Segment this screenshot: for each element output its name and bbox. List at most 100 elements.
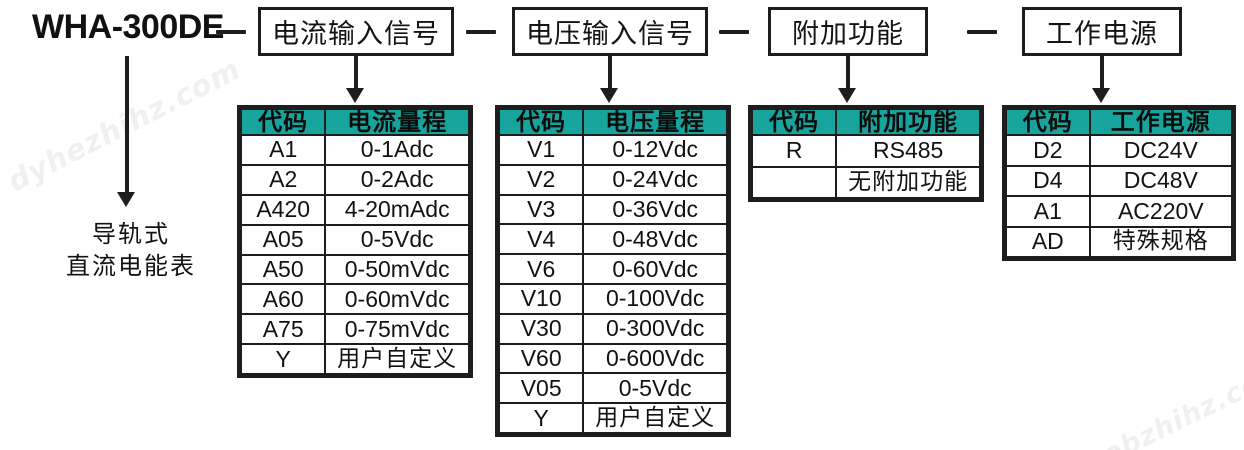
cell-code: A60 <box>239 283 327 316</box>
table-header-row: 代码电流量程 <box>239 108 470 136</box>
cell-value: 用户自定义 <box>324 343 470 375</box>
cell-value: 0-12Vdc <box>582 134 728 166</box>
header-box-current-input: 电流输入信号 <box>258 7 454 56</box>
cell-code: D2 <box>1005 134 1091 167</box>
cell-code: A75 <box>239 313 327 346</box>
connector-line-current <box>354 56 358 90</box>
cell-code: A420 <box>239 193 327 226</box>
cell-value: 0-60mVdc <box>324 283 470 316</box>
cell-code: V2 <box>497 163 585 196</box>
cell-code: V30 <box>497 312 585 345</box>
cell-value: 0-600Vdc <box>582 342 728 375</box>
cell-value: 0-1Adc <box>324 134 470 166</box>
cell-value: 0-48Vdc <box>582 223 728 256</box>
cell-code: V6 <box>497 253 585 285</box>
cell-code: V4 <box>497 223 585 256</box>
separator-dash-2 <box>466 30 496 34</box>
product-description: 导轨式 直流电能表 <box>36 218 226 283</box>
table-header-row: 代码工作电源 <box>1005 108 1234 136</box>
connector-line-power <box>1100 56 1104 90</box>
connector-line-voltage <box>608 56 612 90</box>
cell-value: 用户自定义 <box>582 402 728 434</box>
cell-value: 0-60Vdc <box>582 253 728 285</box>
cell-code: A05 <box>239 223 327 256</box>
cell-code: V1 <box>497 134 585 166</box>
cell-value: DC24V <box>1088 134 1234 167</box>
cell-value: 特殊规格 <box>1088 225 1234 258</box>
header-box-power-supply: 工作电源 <box>1022 7 1182 56</box>
column-header-code: 代码 <box>239 108 327 136</box>
connector-arrow-power <box>1092 88 1110 103</box>
product-description-line-1: 导轨式 <box>92 220 170 248</box>
cell-value: 0-5Vdc <box>582 372 728 405</box>
connector-arrow-voltage <box>600 88 618 103</box>
cell-value: 0-2Adc <box>324 163 470 196</box>
connector-arrow-product <box>117 192 135 207</box>
cell-code: V60 <box>497 342 585 375</box>
model-code-title: WHA-300DE <box>32 8 224 46</box>
column-header-value: 电流量程 <box>324 108 470 136</box>
cell-code: V10 <box>497 282 585 315</box>
cell-value: 0-300Vdc <box>582 312 728 345</box>
separator-dash-4 <box>967 30 997 34</box>
cell-code: V05 <box>497 372 585 405</box>
cell-code: V3 <box>497 193 585 226</box>
table-row: 无附加功能 <box>750 165 981 199</box>
cell-code: R <box>750 134 838 168</box>
cell-value: 0-24Vdc <box>582 163 728 196</box>
cell-code: A2 <box>239 163 327 196</box>
column-header-code: 代码 <box>497 108 585 136</box>
cell-code: A1 <box>1005 195 1091 228</box>
separator-dash-3 <box>719 30 749 34</box>
connector-arrow-extra <box>838 88 856 103</box>
column-header-code: 代码 <box>1005 108 1091 136</box>
header-box-voltage-input: 电压输入信号 <box>512 7 708 56</box>
separator-dash-1 <box>216 30 246 34</box>
cell-value: 0-100Vdc <box>582 282 728 315</box>
connector-line-product <box>125 56 129 196</box>
table-header-row: 代码电压量程 <box>497 108 728 136</box>
header-box-extra-function: 附加功能 <box>768 7 928 56</box>
cell-value: 0-5Vdc <box>324 223 470 256</box>
connector-arrow-current <box>346 88 364 103</box>
cell-value: AC220V <box>1088 195 1234 228</box>
cell-value: 0-50mVdc <box>324 253 470 286</box>
cell-value: 4-20mAdc <box>324 193 470 226</box>
table-header-row: 代码附加功能 <box>750 108 981 136</box>
watermark-right: dlyebzhihz.com <box>1053 354 1244 450</box>
product-description-line-2: 直流电能表 <box>66 252 196 281</box>
cell-value: 0-36Vdc <box>582 193 728 226</box>
column-header-value: 附加功能 <box>835 108 981 136</box>
cell-value: 0-75mVdc <box>324 313 470 346</box>
cell-code <box>750 165 838 199</box>
cell-value: RS485 <box>835 134 981 168</box>
cell-code: Y <box>497 402 585 434</box>
cell-value: 无附加功能 <box>835 165 981 199</box>
